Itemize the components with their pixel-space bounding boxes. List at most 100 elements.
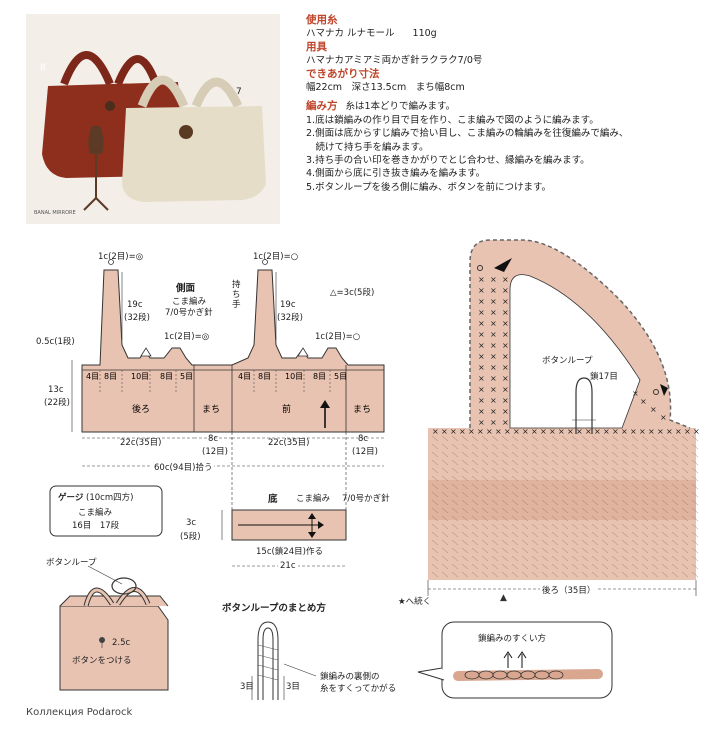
handle-x-stitch: × [502, 396, 509, 405]
stitch-mark [461, 475, 469, 482]
stitch-mark [461, 547, 469, 554]
stitch-mark [541, 451, 549, 458]
stitch-mark [531, 483, 539, 490]
stitch-mark [641, 483, 649, 490]
stitch-mark [431, 491, 439, 498]
stitch-mark [521, 459, 529, 466]
x-stitch: × [549, 427, 556, 436]
stitch-mark [661, 555, 669, 562]
stitch-mark [621, 483, 629, 490]
stitch-mark [661, 507, 669, 514]
stitch-mark [641, 539, 649, 546]
stitch-mark [431, 499, 439, 506]
stitch-mark [691, 555, 699, 562]
stitch-mark [441, 491, 449, 498]
stitch-mark [451, 563, 459, 570]
handle-x-stitch: × [478, 363, 485, 372]
stitch-mark [441, 531, 449, 538]
stitch-mark [621, 459, 629, 466]
stitch-mark [431, 563, 439, 570]
stitch-mark [511, 539, 519, 546]
stitch-mark [571, 563, 579, 570]
stitch-mark [661, 443, 669, 450]
stitch-mark [561, 571, 569, 578]
stitch-mark [611, 499, 619, 506]
stitch-mark [451, 507, 459, 514]
stitch-mark [531, 515, 539, 522]
width-back: 22c(35目) [120, 438, 162, 448]
gauge-unit: (10cm四方) [86, 493, 134, 503]
stitch-mark [501, 523, 509, 530]
stitch-mark [521, 547, 529, 554]
stitch-mark [461, 515, 469, 522]
stitch-mark [691, 507, 699, 514]
stitch-mark [511, 563, 519, 570]
stitch-mark [651, 467, 659, 474]
stitch-mark [601, 523, 609, 530]
bag-photo: 8 7 BANAL MIRRORE [26, 14, 280, 224]
chart-continue: ★へ続く [398, 597, 432, 607]
stitch-mark [671, 571, 679, 578]
stitch-mark [621, 563, 629, 570]
handle-x-stitch: × [478, 352, 485, 361]
stitch-mark [521, 515, 529, 522]
x-stitch: × [513, 427, 520, 436]
gauge-heading: ゲージ (10cm四方) [58, 491, 133, 503]
stitch-mark [511, 451, 519, 458]
stitch-mark [691, 451, 699, 458]
stitch-mark [671, 563, 679, 570]
stitch-mark [631, 483, 639, 490]
stitch-mark [451, 531, 459, 538]
stitch-mark [531, 531, 539, 538]
stitch-mark [571, 443, 579, 450]
stitch-mark [541, 515, 549, 522]
stitch-mark [561, 491, 569, 498]
stitch-mark [571, 507, 579, 514]
stitch-mark [431, 451, 439, 458]
stitch-mark [491, 467, 499, 474]
stitch-mark [431, 467, 439, 474]
stitch-mark [591, 523, 599, 530]
x-stitch: × [495, 427, 502, 436]
stitch-mark [561, 499, 569, 506]
bottom-width: 21c [278, 561, 298, 571]
handle-x-stitch: × [502, 275, 509, 284]
stitch-mark [591, 475, 599, 482]
stitch-mark [661, 523, 669, 530]
stitch-mark [681, 547, 689, 554]
handle-x-stitch: × [502, 374, 509, 383]
stitch-mark [511, 571, 519, 578]
stitch-mark [511, 467, 519, 474]
stitch-mark [601, 531, 609, 538]
stitch-mark [491, 491, 499, 498]
stitch-mark [591, 507, 599, 514]
stitch-mark [641, 507, 649, 514]
stitch-mark [591, 443, 599, 450]
handle-x-stitch: × [490, 297, 497, 306]
x-stitch: × [675, 427, 682, 436]
stitch-mark [641, 563, 649, 570]
stitch-mark [451, 475, 459, 482]
stitch-mark [591, 459, 599, 466]
stitch-mark [471, 435, 479, 442]
width-gusset-rows: (12目) [202, 447, 228, 457]
stitch-mark [631, 539, 639, 546]
stitch-mark [501, 531, 509, 538]
stitch-mark [611, 539, 619, 546]
stitch-mark [571, 491, 579, 498]
stitch-mark [461, 499, 469, 506]
stitch-mark [601, 507, 609, 514]
stitch-mark [541, 483, 549, 490]
stitch-mark [431, 443, 439, 450]
stitch-mark [541, 507, 549, 514]
stitch-mark [571, 499, 579, 506]
stitch-mark [681, 435, 689, 442]
stitch-mark [551, 539, 559, 546]
handle-x-stitch: × [490, 330, 497, 339]
stitch-mark [691, 467, 699, 474]
yarn-heading: 使用糸 [306, 14, 338, 26]
stitch-mark [561, 475, 569, 482]
handle-x-stitch: × [478, 374, 485, 383]
stitch-mark [581, 539, 589, 546]
stitch-mark [631, 491, 639, 498]
